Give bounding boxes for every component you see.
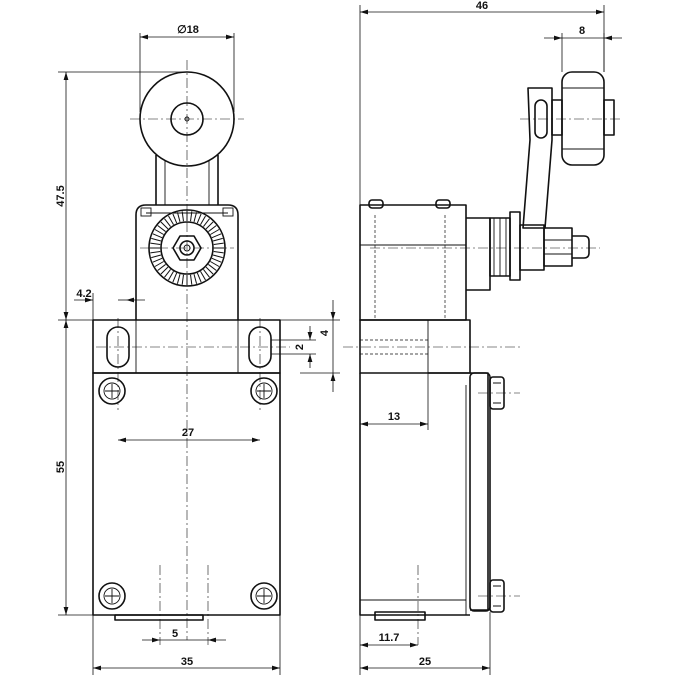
wheel-tooth xyxy=(211,257,222,263)
wheel-tooth xyxy=(210,261,220,267)
dim-overall-width: 46 xyxy=(476,0,488,12)
wheel-tooth xyxy=(193,273,198,284)
wheel-tooth xyxy=(196,213,202,224)
wheel-tooth xyxy=(208,264,217,271)
front-lever-arm xyxy=(155,155,219,205)
dim-hole-spacing: 27 xyxy=(182,427,194,439)
dim-conduit-offset: 11.7 xyxy=(379,632,400,644)
side-shaft-assembly xyxy=(466,211,590,291)
side-view xyxy=(343,71,620,645)
wheel-tooth xyxy=(203,218,210,227)
wheel-tooth xyxy=(168,215,174,225)
dim-slot-height: 4 xyxy=(319,329,331,336)
front-screws xyxy=(98,377,278,610)
wheel-tooth xyxy=(200,215,206,225)
wheel-tooth xyxy=(157,225,166,232)
wheel-tooth xyxy=(205,266,214,275)
wheel-tooth xyxy=(176,212,181,223)
wheel-tooth xyxy=(212,254,223,259)
wheel-tooth xyxy=(200,271,206,281)
dim-side-step: 13 xyxy=(388,411,400,423)
dim-roller-width: 8 xyxy=(579,25,585,37)
dim-slot-offset: 4.2 xyxy=(76,288,91,300)
wheel-tooth xyxy=(151,254,162,259)
wheel-tooth xyxy=(211,233,222,239)
screw-bottom-left xyxy=(98,582,126,610)
dim-roller-diameter: ∅18 xyxy=(177,24,199,36)
wheel-tooth xyxy=(152,257,163,263)
side-body xyxy=(359,372,505,621)
dim-body-height: 55 xyxy=(55,461,67,473)
side-roller xyxy=(551,71,615,166)
screw-bottom-right xyxy=(250,582,278,610)
wheel-tooth xyxy=(213,242,224,245)
side-head-block xyxy=(359,199,467,321)
wheel-tooth xyxy=(160,221,169,230)
side-centerlines xyxy=(343,118,620,645)
wheel-tooth xyxy=(193,212,198,223)
wheel-tooth xyxy=(181,211,184,222)
dim-lever-height: 47.5 xyxy=(55,185,67,206)
dim-body-depth: 25 xyxy=(419,656,431,668)
wheel-tooth xyxy=(154,261,164,267)
screw-top-left xyxy=(98,377,126,405)
screw-top-right xyxy=(250,377,278,405)
dim-conduit-width: 5 xyxy=(172,628,178,640)
wheel-tooth xyxy=(168,271,174,281)
wheel-tooth xyxy=(150,242,161,245)
wheel-tooth xyxy=(203,269,210,278)
wheel-tooth xyxy=(181,274,184,285)
wheel-tooth xyxy=(160,266,169,275)
front-dimensions: ∅18 47.5 55 4.2 27 5 35 2 xyxy=(55,24,340,675)
wheel-tooth xyxy=(196,272,202,283)
wheel-tooth xyxy=(190,211,193,222)
wheel-tooth xyxy=(164,269,171,278)
wheel-tooth xyxy=(212,237,223,242)
wheel-tooth xyxy=(190,274,193,285)
side-dimensions: 46 8 13 11.7 25 xyxy=(359,0,622,675)
wheel-tooth xyxy=(152,233,163,239)
wheel-tooth xyxy=(210,229,220,235)
wheel-tooth xyxy=(154,229,164,235)
wheel-tooth xyxy=(150,251,161,254)
front-flange xyxy=(92,319,281,374)
wheel-tooth xyxy=(208,225,217,232)
wheel-tooth xyxy=(172,213,178,224)
front-centerlines xyxy=(96,60,290,645)
wheel-tooth xyxy=(176,273,181,284)
front-body xyxy=(92,372,281,621)
wheel-tooth xyxy=(205,221,214,230)
side-flange xyxy=(359,319,471,374)
side-lever-arm xyxy=(522,87,553,229)
wheel-tooth xyxy=(151,237,162,242)
dim-slot-width: 2 xyxy=(294,344,306,350)
wheel-tooth xyxy=(213,251,224,254)
wheel-tooth xyxy=(172,272,178,283)
dim-body-width: 35 xyxy=(181,656,193,668)
wheel-tooth xyxy=(164,218,171,227)
wheel-tooth xyxy=(157,264,166,271)
front-view xyxy=(92,60,290,645)
